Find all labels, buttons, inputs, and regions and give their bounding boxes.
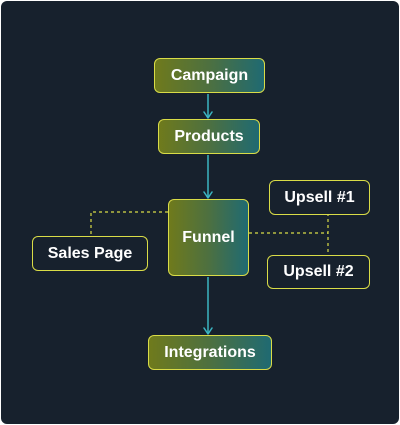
node-funnel: Funnel bbox=[168, 199, 249, 276]
node-campaign-label: Campaign bbox=[170, 66, 249, 84]
dashed-link-funnel-to-sales-page bbox=[90, 211, 168, 235]
node-sales-page-label: Sales Page bbox=[47, 244, 133, 262]
node-upsell-2-label: Upsell #2 bbox=[283, 263, 354, 280]
node-upsell-1: Upsell #1 bbox=[269, 180, 370, 215]
node-integrations-label: Integrations bbox=[164, 343, 256, 361]
node-products-label: Products bbox=[174, 127, 244, 145]
node-sales-page: Sales Page bbox=[32, 236, 148, 271]
node-integrations: Integrations bbox=[148, 335, 272, 370]
node-upsell-1-label: Upsell #1 bbox=[284, 188, 355, 206]
node-upsell-2: Upsell #2 bbox=[267, 255, 370, 289]
node-products: Products bbox=[158, 119, 260, 154]
node-funnel-label: Funnel bbox=[182, 228, 235, 246]
node-campaign: Campaign bbox=[154, 58, 265, 93]
